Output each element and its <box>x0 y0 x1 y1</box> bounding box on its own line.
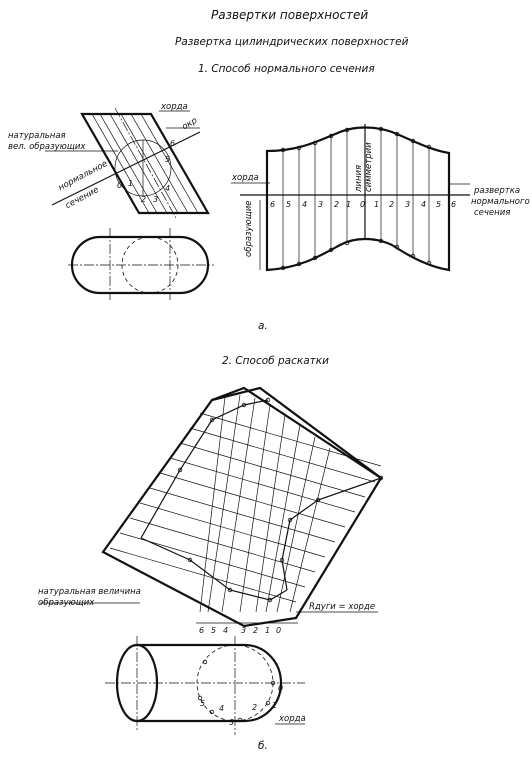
label-chord-right: хорда <box>232 173 259 183</box>
normal-section-development <box>231 124 470 272</box>
label-development-1: развертка <box>474 186 521 196</box>
cylinder-plan-view <box>68 228 214 300</box>
scale-a-10: 4 <box>421 200 427 209</box>
figure-b-caption: б. <box>258 740 268 752</box>
label-b-arc-chord: Rдуги = хорде <box>309 602 376 612</box>
scale-b-1: 1 <box>265 626 271 635</box>
figure-a-caption: а. <box>258 320 268 332</box>
label-symmetry: линия симметрии <box>354 142 374 192</box>
scale-a-4: 2 <box>334 200 340 209</box>
section-subtitle: Развертка цилиндрических поверхностей <box>175 36 409 48</box>
label-b-natural-1: натуральная величина <box>38 587 141 597</box>
section-point-6: 6 <box>170 139 176 148</box>
horizontal-cylinder-view <box>105 636 305 735</box>
rolling-method-view <box>40 386 384 628</box>
section-point-5: 5 <box>165 155 171 164</box>
scale-a-9: 3 <box>405 200 411 209</box>
circle-point-2: 2 <box>252 703 258 712</box>
scale-a-11: 5 <box>436 200 442 209</box>
oblique-cylinder-view <box>45 107 210 219</box>
scale-a-5: 1 <box>346 200 352 209</box>
label-symmetry-2: симметрии <box>364 142 374 192</box>
scale-b-0: 0 <box>276 626 282 635</box>
scale-a-3: 3 <box>318 200 324 209</box>
scale-b-5: 5 <box>211 626 217 635</box>
section-point-4: 4 <box>165 184 171 193</box>
label-chord: хорда <box>161 102 188 112</box>
label-development-2: нормального <box>471 197 530 207</box>
circle-point-4: 4 <box>219 704 225 713</box>
scale-a-6: 0 <box>360 200 366 209</box>
scale-a-7: 1 <box>374 200 380 209</box>
label-symmetry-1: линия <box>354 164 364 192</box>
page-title: Развертки поверхностей <box>211 8 369 22</box>
section-point-2: 2 <box>141 195 147 204</box>
scale-a-0: 6 <box>270 200 276 209</box>
scale-b-2: 2 <box>253 626 259 635</box>
circle-point-3: 3 <box>229 718 235 727</box>
label-generatrices: образующие <box>244 200 254 257</box>
label-natural-2: вел. образующих <box>8 142 86 152</box>
scale-b-4: 4 <box>223 626 229 635</box>
method-2-heading: 2. Способ раскатки <box>222 355 329 367</box>
label-b-chord: хорда <box>279 714 306 724</box>
scale-a-1: 5 <box>286 200 292 209</box>
label-natural-1: натуральная <box>8 131 66 141</box>
scale-a-12: 6 <box>451 200 457 209</box>
scale-b-6: 6 <box>199 626 205 635</box>
scale-b-3: 3 <box>241 626 247 635</box>
scale-a-2: 4 <box>302 200 308 209</box>
circle-point-0: 0 <box>278 684 284 693</box>
label-development-3: сечения <box>474 208 511 218</box>
section-point-1: 1 <box>128 179 134 188</box>
scale-a-8: 2 <box>389 200 395 209</box>
label-b-natural-2: образующих <box>38 598 95 608</box>
circle-point-5: 5 <box>200 699 206 708</box>
circle-point-1: 1 <box>272 701 278 710</box>
section-point-0: 0 <box>117 181 123 190</box>
section-point-3: 3 <box>153 195 159 204</box>
method-1-heading: 1. Способ нормального сечения <box>198 63 375 75</box>
